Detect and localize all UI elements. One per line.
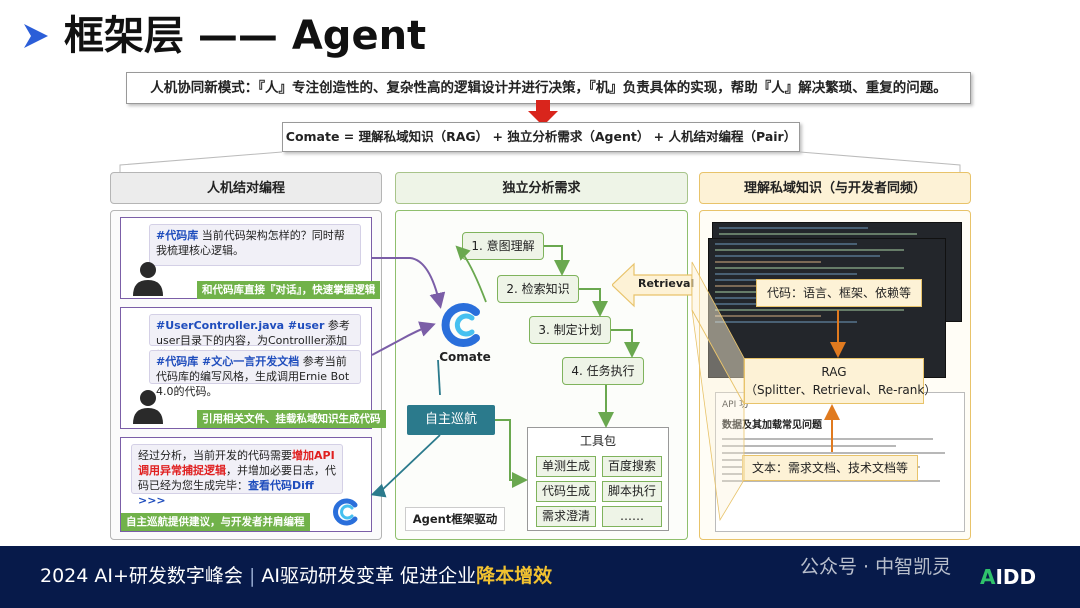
codebase-tag: #代码库 — [156, 229, 199, 242]
comate-logo-icon — [332, 497, 362, 527]
chat-text: ，并增加必要日志，代码已经为您生成完毕： — [138, 464, 336, 492]
code-callout: 代码：语言、框架、依赖等 — [756, 279, 922, 307]
mode-statement: 人机协同新模式：『人』专注创造性的、复杂性高的逻辑设计并进行决策，『机』负责具体… — [126, 72, 971, 104]
doc-callout: 文本：需求文档、技术文档等 — [742, 455, 918, 481]
comate-logo-icon — [441, 303, 480, 347]
view-diff-link[interactable]: 查看代码Diff >>> — [138, 479, 314, 507]
tool-code-gen: 代码生成 — [536, 481, 596, 502]
comate-formula: Comate = 理解私域知识（RAG） + 独立分析需求（Agent） + 人… — [282, 122, 800, 152]
pair-label-dialog: 和代码库直接『对话』，快速掌握逻辑 — [197, 281, 381, 299]
watermark: 公众号 · 中智凯灵 — [800, 556, 952, 578]
chat-text: 经过分析，当前开发的代码需要 — [138, 449, 292, 462]
user-avatar-icon — [133, 390, 163, 424]
autonomous-cruise-box: 自主巡航 — [407, 405, 495, 435]
chat-bubble: 经过分析，当前开发的代码需要增加API调用异常捕捉逻辑，并增加必要日志，代码已经… — [131, 444, 343, 507]
slogan-accent: 降本增效 — [476, 565, 553, 587]
step-execute: 4. 任务执行 — [562, 357, 644, 385]
code-screen-front — [708, 238, 946, 378]
retrieval-arrow-icon — [612, 262, 692, 308]
chat-card-cruise: 经过分析，当前开发的代码需要增加API调用异常捕捉逻辑，并增加必要日志，代码已经… — [120, 437, 372, 532]
pair-label-reference: 引用相关文件、挂载私域知识生成代码 — [197, 410, 386, 428]
file-tag: #UserController.java #user — [156, 319, 325, 332]
down-arrow-icon — [528, 100, 558, 126]
step-plan: 3. 制定计划 — [529, 316, 611, 344]
tool-more: …… — [602, 506, 662, 527]
doc-title: 数据及其加载常见问题 — [722, 420, 822, 431]
chat-card-codebase: #代码库 当前代码架构怎样的？同时帮我梳理核心逻辑。 和代码库直接『对话』，快速… — [120, 217, 381, 299]
chat-card-reference: #UserController.java #user 参考user目录下的内容，… — [120, 307, 386, 429]
chat-highlight: 增加API调用异常捕捉逻辑 — [138, 449, 335, 477]
footer-text: 2024 AI+研发数字峰会 | AI驱动研发变革 促进企业降本增效 — [40, 560, 552, 592]
rag-box: RAG （Splitter、Retrieval、Re-rank） — [744, 358, 937, 404]
chat-bubble: #代码库 当前代码架构怎样的？同时帮我梳理核心逻辑。 — [149, 224, 361, 266]
retrieval-label: Retrieval — [638, 277, 695, 290]
pair-label-cruise: 自主巡航提供建议，与开发者并肩编程 — [121, 513, 310, 531]
title-arrow-icon — [24, 24, 48, 48]
tool-requirement-clarify: 需求澄清 — [536, 506, 596, 527]
tool-unit-test: 单测生成 — [536, 456, 596, 477]
slogan: AI驱动研发变革 促进企业 — [261, 565, 477, 587]
user-avatar-icon — [133, 262, 163, 296]
tool-script-exec: 脚本执行 — [602, 481, 662, 502]
doc-tag: #代码库 #文心一言开发文档 — [156, 355, 300, 368]
agent-framework-label: Agent框架驱动 — [405, 507, 505, 531]
column-header-rag: 理解私域知识（与开发者同频） — [699, 172, 971, 204]
toolbox-title: 工具包 — [579, 434, 616, 448]
brand-letters: IDD — [995, 565, 1037, 589]
footer-separator: | — [248, 565, 256, 587]
brand-letter-a: A — [980, 565, 996, 589]
column-header-agent: 独立分析需求 — [395, 172, 688, 204]
footer-bar — [0, 546, 1080, 608]
page-title: 框架层 —— Agent — [64, 13, 427, 59]
rag-title: RAG — [821, 365, 847, 379]
chat-bubble: #代码库 #文心一言开发文档 参考当前代码库的编写风格，生成调用Ernie Bo… — [149, 350, 361, 398]
step-retrieve: 2. 检索知识 — [497, 275, 579, 303]
step-intent: 1. 意图理解 — [462, 232, 544, 260]
chat-bubble: #UserController.java #user 参考user目录下的内容，… — [149, 314, 361, 362]
chat-text: 参考当前代码库的编写风格，生成调用Ernie Bot 4.0的代码。 — [156, 355, 350, 398]
toolbox: 工具包 单测生成 百度搜索 代码生成 脚本执行 需求澄清 …… — [527, 427, 669, 531]
event-name: 2024 AI+研发数字峰会 — [40, 565, 243, 587]
tool-baidu-search: 百度搜索 — [602, 456, 662, 477]
rag-subtitle: （Splitter、Retrieval、Re-rank） — [745, 383, 937, 397]
brand-logo: AIDD — [980, 564, 1036, 590]
comate-label: Comate — [439, 350, 491, 364]
chat-text: 当前代码架构怎样的？同时帮我梳理核心逻辑。 — [156, 229, 345, 257]
column-header-pair: 人机结对编程 — [110, 172, 382, 204]
